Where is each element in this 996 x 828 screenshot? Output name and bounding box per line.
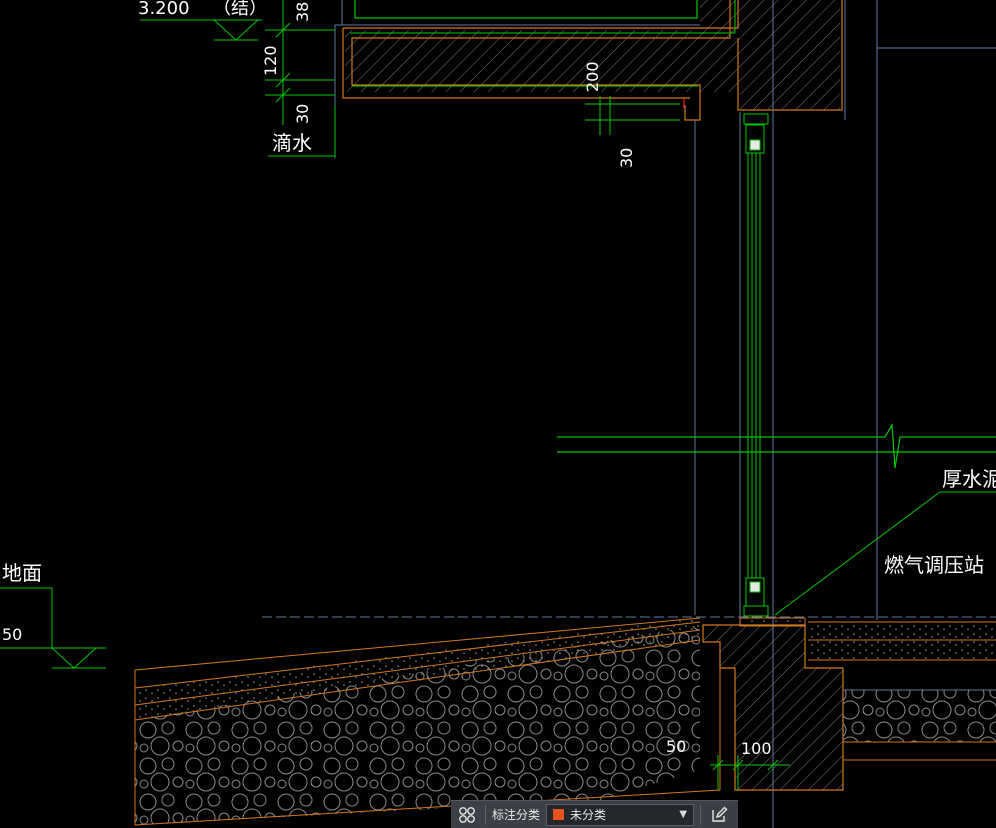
chevron-down-icon: ▼ xyxy=(679,809,688,820)
toolbar-separator xyxy=(485,804,486,825)
break-line xyxy=(557,423,996,469)
dim-30-left: 30 xyxy=(293,104,312,124)
mid-dimension-group: 200 30 xyxy=(583,61,680,168)
drip-label-group: 滴水 xyxy=(268,105,336,157)
elevation-marker: 3.200 （结） xyxy=(138,0,267,41)
dim-120: 120 xyxy=(261,45,280,76)
dim-100: 100 xyxy=(741,739,772,758)
foundation-block xyxy=(702,617,844,791)
pavement-section xyxy=(134,617,721,826)
gas-station-label: 燃气调压站 xyxy=(884,553,984,577)
toolbar-separator xyxy=(700,804,702,825)
bottom-dimensions: 50 100 xyxy=(666,737,790,790)
dim-30-mid: 30 xyxy=(617,148,636,168)
dim-200: 200 xyxy=(583,61,602,92)
window-frame xyxy=(743,113,769,617)
grid-view-icon[interactable] xyxy=(455,803,479,827)
annotation-category-select[interactable]: 未分类 ▼ xyxy=(546,803,695,826)
dim-50-left: 50 xyxy=(2,625,22,644)
structural-note: （结） xyxy=(213,0,267,19)
category-selected-value: 未分类 xyxy=(570,808,607,822)
category-color-swatch xyxy=(553,809,565,820)
right-pavement xyxy=(808,621,996,761)
ground-label: 地面 xyxy=(2,561,42,585)
annotation-category-label: 标注分类 xyxy=(492,808,541,822)
thick-cement-label: 厚水泥 xyxy=(942,467,996,491)
elevation-value: 3.200 xyxy=(138,0,190,19)
right-annotations: 厚水泥 燃气调压站 xyxy=(774,467,996,616)
drip-label: 滴水 xyxy=(272,131,312,155)
ground-level-marker: 地面 50 xyxy=(0,561,106,669)
left-dimension-chain: 38 120 30 xyxy=(261,0,335,125)
annotation-category-toolbar: 标注分类 未分类 ▼ xyxy=(451,800,738,828)
canopy-section xyxy=(334,0,996,620)
dim-50-bottom: 50 xyxy=(666,737,686,756)
edit-icon[interactable] xyxy=(707,803,731,827)
dim-38: 38 xyxy=(293,2,312,22)
